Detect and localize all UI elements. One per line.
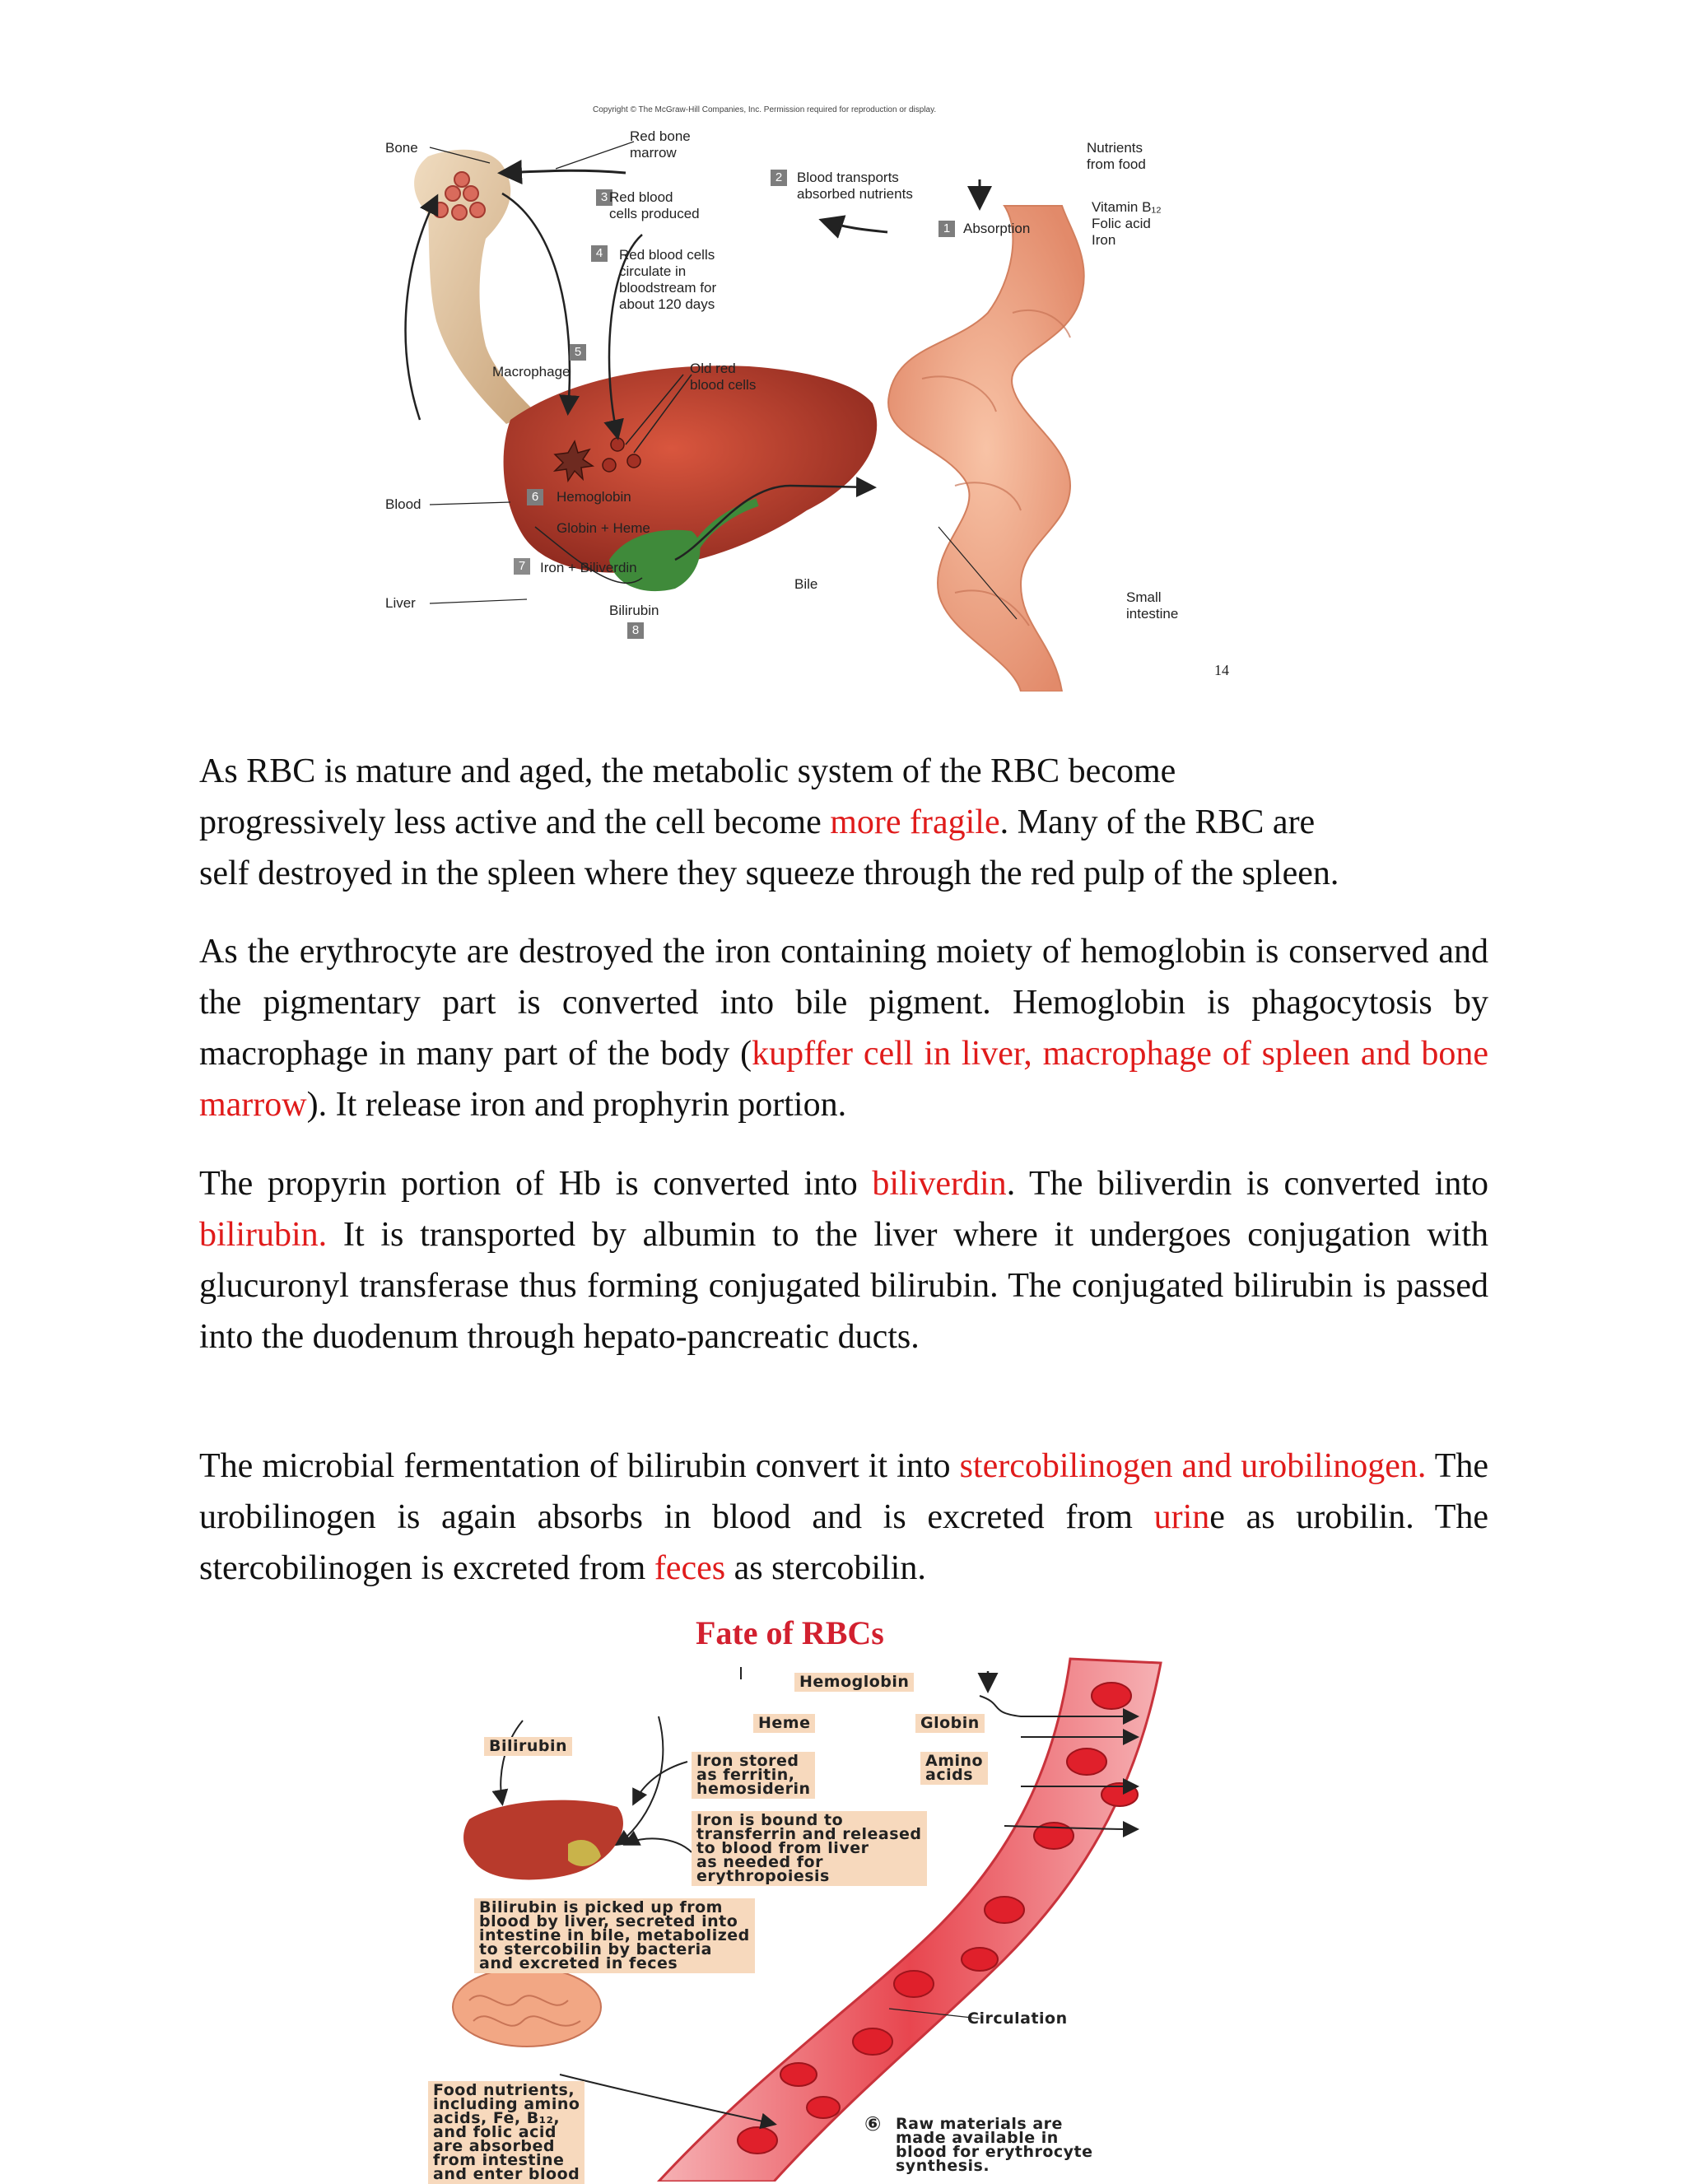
box-food-nutrients: Food nutrients, including amino acids, F… [428, 2081, 585, 2184]
figure-title: Fate of RBCs [696, 1614, 884, 1652]
label-bile: Bile [794, 576, 817, 593]
box-hemoglobin: Hemoglobin [794, 1673, 914, 1692]
page-number: 14 [1214, 662, 1229, 679]
label-red-bone-marrow: Red bone marrow [630, 128, 691, 161]
box-bilirubin-picked-up: Bilirubin is picked up from blood by liv… [474, 1898, 755, 1973]
box-transferrin: Iron is bound to transferrin and release… [692, 1811, 927, 1886]
label-bone: Bone [385, 140, 418, 156]
label-macrophage: Macrophage [492, 364, 571, 380]
small-intestine-shape [888, 206, 1084, 692]
label-rbc-produced: Red blood cells produced [609, 189, 700, 222]
p1-line-2: progressively less active and the cell b… [199, 797, 1488, 848]
step-5-badge: 5 [570, 344, 586, 361]
step-6-badge: 6 [527, 489, 543, 505]
figure-rbc-lifecycle: Copyright © The McGraw-Hill Companies, I… [362, 99, 1251, 692]
paragraph-2: As the erythrocyte are destroyed the iro… [199, 926, 1488, 1130]
highlight-bilirubin: bilirubin. [199, 1216, 327, 1254]
label-globin-heme: Globin + Heme [557, 520, 650, 537]
box-amino-acids: Amino acids [920, 1752, 988, 1785]
label-bilirubin: Bilirubin [609, 603, 659, 619]
label-hemoglobin: Hemoglobin [557, 489, 631, 505]
p1-line-3: self destroyed in the spleen where they … [199, 848, 1488, 899]
paragraph-3: The propyrin portion of Hb is converted … [199, 1158, 1488, 1362]
label-old-rbc: Old red blood cells [690, 361, 756, 393]
label-blood: Blood [385, 496, 421, 513]
highlight-biliverdin: biliverdin [872, 1165, 1006, 1203]
label-circulation: Circulation [967, 2012, 1068, 2026]
box-iron-stored: Iron stored as ferritin, hemosiderin [692, 1752, 815, 1799]
label-blood-transports: Blood transports absorbed nutrients [797, 170, 913, 203]
step-1-badge: 1 [938, 221, 955, 237]
label-vitamins: Vitamin B₁₂ Folic acid Iron [1092, 199, 1162, 249]
step-6-icon: ⑥ [864, 2117, 882, 2131]
highlight-stercobilinogen: stercobilinogen and urobilinogen. [960, 1447, 1427, 1485]
figure-fate-of-rbcs: Fate of RBCs Hemoglobin Heme Globin Bili… [412, 1614, 1284, 2182]
label-iron-biliverdin: Iron + Biliverdin [540, 560, 637, 576]
highlight-more-fragile: more fragile [830, 803, 999, 841]
label-rbc-circulate: Red blood cells circulate in bloodstream… [619, 247, 716, 313]
box-globin: Globin [915, 1714, 985, 1733]
label-absorption: Absorption [963, 221, 1030, 237]
label-liver: Liver [385, 595, 416, 612]
step-7-badge: 7 [514, 558, 530, 575]
label-raw-materials: Raw materials are made available in bloo… [896, 2117, 1093, 2173]
step-4-badge: 4 [591, 245, 608, 262]
label-small-intestine: Small intestine [1126, 589, 1178, 622]
label-nutrients-from-food: Nutrients from food [1087, 140, 1146, 173]
step-2-badge: 2 [771, 170, 787, 186]
highlight-urine: urin [1154, 1498, 1210, 1536]
step-8-badge: 8 [627, 622, 644, 639]
highlight-feces: feces [654, 1549, 725, 1587]
paragraph-1: As RBC is mature and aged, the metabolic… [199, 746, 1488, 899]
intestine-icon [453, 1967, 601, 2047]
p1-line-1: As RBC is mature and aged, the metabolic… [199, 746, 1488, 797]
box-heme: Heme [753, 1714, 815, 1733]
liver-icon [463, 1800, 623, 1880]
paragraph-4: The microbial fermentation of bilirubin … [199, 1441, 1488, 1594]
box-bilirubin: Bilirubin [484, 1737, 572, 1756]
